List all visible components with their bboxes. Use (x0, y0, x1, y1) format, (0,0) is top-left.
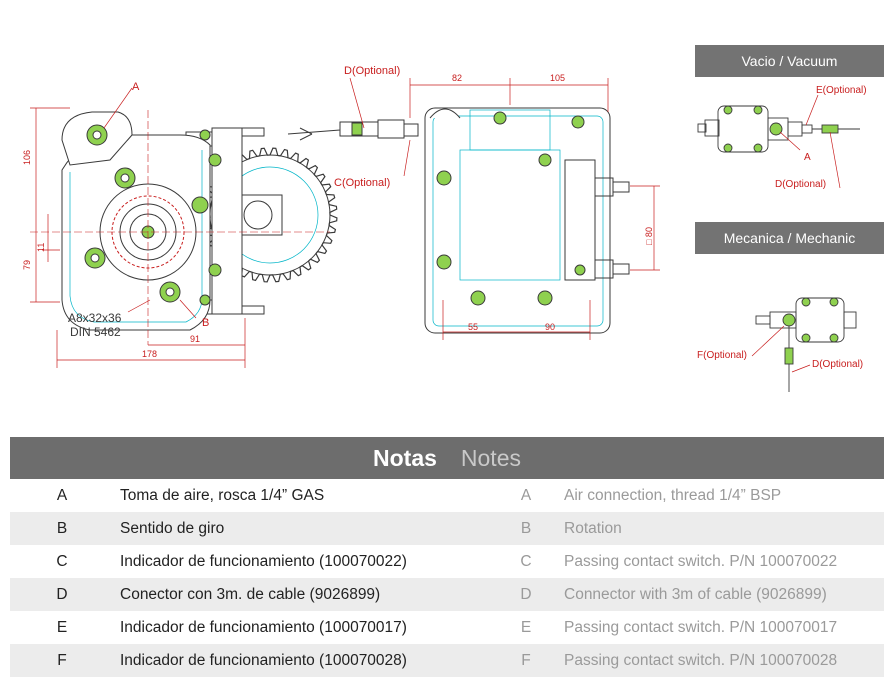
mechanic-callout-f: F(Optional) (697, 350, 747, 361)
spline-spec-line-2: DIN 5462 (70, 325, 121, 339)
dimension-11: 11 (36, 243, 46, 252)
vacuum-callout-d: D(Optional) (775, 179, 826, 190)
note-key-en: D (520, 585, 532, 603)
vacuum-leaders (779, 94, 841, 189)
note-key-en: E (520, 618, 532, 636)
dimension-55: 55 (468, 322, 478, 332)
note-text-en: Rotation (564, 519, 622, 537)
note-text-en: Passing contact switch. P/N 100070028 (564, 651, 838, 669)
note-key-es: E (56, 618, 68, 636)
note-key-es: B (56, 519, 68, 537)
dimension-80-square: □ 80 (644, 227, 654, 245)
note-text-es: Indicador de funcionamiento (100070017) (120, 618, 407, 636)
vacuum-callout-e: E(Optional) (816, 85, 867, 96)
note-text-es: Conector con 3m. de cable (9026899) (120, 585, 381, 603)
table-row: B Sentido de giro B Rotation (10, 512, 884, 545)
callout-a-left: A (132, 81, 140, 93)
notes-header: Notas Notes (10, 437, 884, 479)
dimension-91: 91 (190, 334, 200, 344)
note-text-es: Indicador de funcionamiento (100070022) (120, 552, 407, 570)
front-view-dimensions (30, 87, 246, 368)
note-key-en: B (520, 519, 532, 537)
note-text-en: Passing contact switch. P/N 100070022 (564, 552, 838, 570)
mechanic-leaders (751, 325, 811, 373)
note-key-en: F (521, 651, 531, 669)
callout-b-left: B (202, 317, 209, 329)
table-row: A Toma de aire, rosca 1/4” GAS A Air con… (10, 479, 884, 512)
note-key-es: F (57, 651, 67, 669)
note-text-es: Sentido de giro (120, 519, 225, 537)
note-text-en: Air connection, thread 1/4” BSP (564, 486, 782, 504)
notes-title-english: Notes (460, 444, 521, 471)
technical-drawing: 106 79 11 91 178 A B A8x32x36 DIN 5462 (22, 65, 867, 392)
notes-title-spanish: Notas (373, 444, 437, 471)
side-view-dimensions (349, 77, 660, 340)
table-row: E Indicador de funcionamiento (100070017… (10, 611, 884, 644)
dimension-105: 105 (550, 73, 565, 83)
note-text-es: Indicador de funcionamiento (100070028) (120, 651, 407, 669)
note-key-en: A (520, 486, 532, 504)
front-view (30, 110, 338, 345)
note-text-en: Connector with 3m of cable (9026899) (564, 585, 827, 603)
callout-c-optional: C(Optional) (334, 177, 390, 189)
dimension-82: 82 (452, 73, 462, 83)
note-key-es: C (56, 552, 68, 570)
dimension-90: 90 (545, 322, 555, 332)
callout-d-optional: D(Optional) (344, 65, 400, 77)
note-key-es: A (56, 486, 68, 504)
side-view (287, 107, 630, 334)
mechanic-detail (755, 297, 857, 392)
vacuum-callout-a: A (804, 152, 811, 163)
vacuum-panel-title: Vacio / Vacuum (695, 45, 884, 77)
dimension-178: 178 (142, 349, 157, 359)
note-key-en: C (520, 552, 532, 570)
table-row: D Conector con 3m. de cable (9026899) D … (10, 578, 884, 611)
note-text-es: Toma de aire, rosca 1/4” GAS (120, 486, 325, 504)
note-key-es: D (56, 585, 68, 603)
mechanic-callout-d: D(Optional) (812, 359, 863, 370)
vacuum-detail (697, 105, 860, 153)
notes-table: Notas Notes A Toma de aire, rosca 1/4” G… (10, 437, 884, 677)
dimension-106: 106 (22, 150, 32, 165)
spline-spec-line-1: A8x32x36 (68, 311, 122, 325)
table-row: F Indicador de funcionamiento (100070028… (10, 644, 884, 677)
note-text-en: Passing contact switch. P/N 100070017 (564, 618, 838, 636)
mechanic-panel-title: Mecanica / Mechanic (695, 222, 884, 254)
table-row: C Indicador de funcionamiento (100070022… (10, 545, 884, 578)
dimension-79: 79 (22, 260, 32, 270)
